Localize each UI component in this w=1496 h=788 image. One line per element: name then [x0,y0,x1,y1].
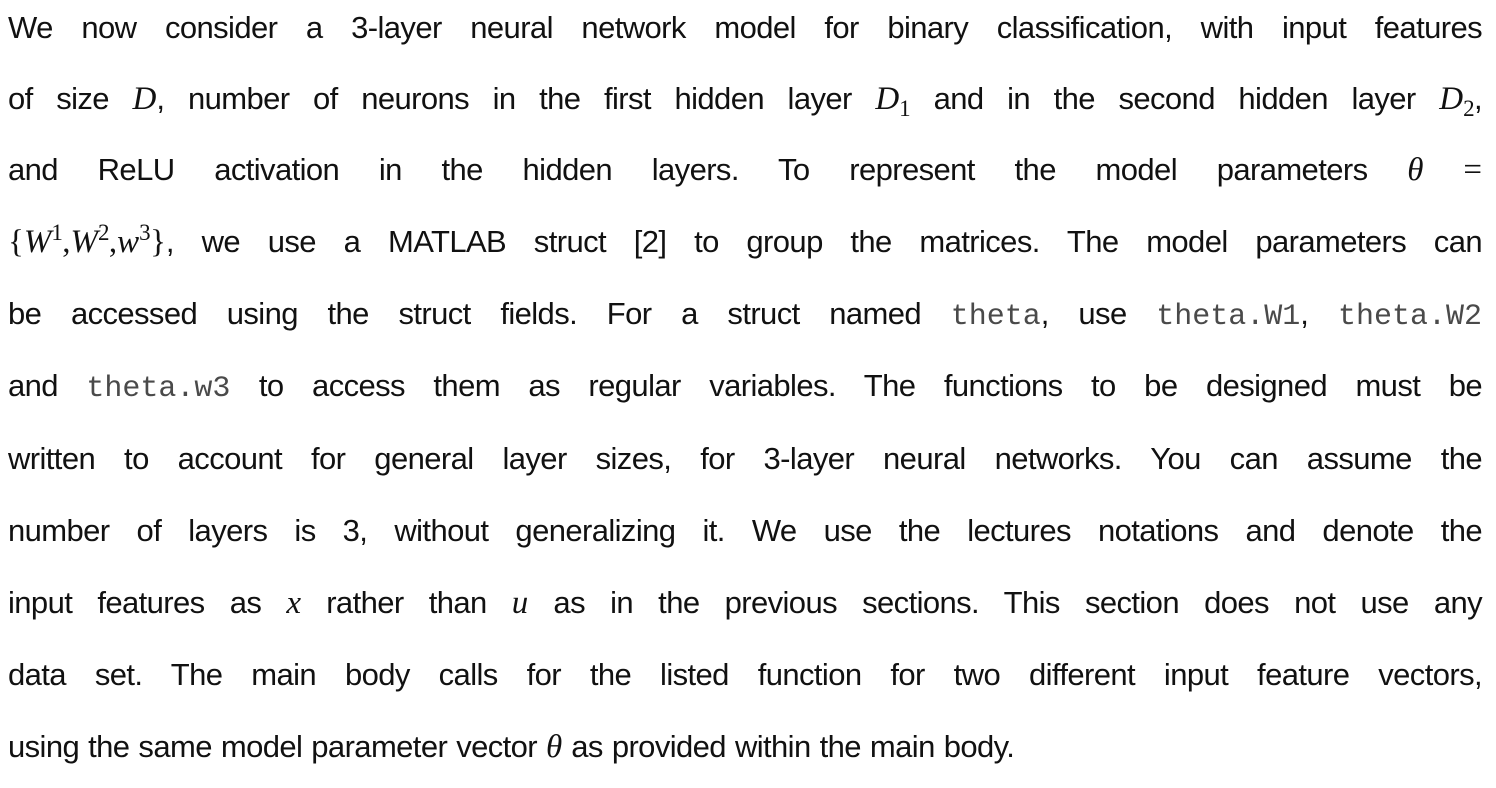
paragraph-line-9: input features as x rather than u as in … [8,578,1483,628]
text-span: , number of neurons in the first hidden … [156,81,876,116]
paragraph-line-3: and ReLU activation in the hidden layers… [8,145,1482,195]
paragraph-line-11: using the same model parameter vector θ … [8,722,1482,772]
math-var-W1: W [23,224,52,260]
paragraph-line-4: {W1,W2,w3}, we use a MATLAB struct [2] t… [8,217,1483,267]
text-span: rather than [301,585,512,620]
paragraph-line-1: We now consider a 3-layer neural network… [8,3,1483,53]
math-var-w3: w [117,224,140,260]
text-span: input features as [8,585,287,620]
line-text: written to account for general layer siz… [8,441,1483,476]
math-var-D: D [132,81,157,117]
math-var-u: u [511,585,529,621]
math-theta: θ [546,729,563,765]
math-var-x: x [286,585,302,621]
text-span: to access them as regular variables. The… [230,368,1483,403]
text-span: and [8,368,87,403]
text-span: as in the previous sections. This sectio… [528,585,1482,620]
superscript-1: 1 [51,220,63,245]
superscript-3: 3 [139,220,151,245]
line-text: We now consider a 3-layer neural network… [8,10,1483,45]
math-equals: = [1423,152,1482,188]
line-text: number of layers is 3, without generaliz… [8,513,1483,548]
code-theta-W2: theta.W2 [1337,300,1482,334]
text-span: be accessed using the struct fields. For… [8,296,951,331]
text-span: using the same model parameter vector [8,729,547,764]
code-theta-W1: theta.W1 [1156,300,1301,334]
paragraph-line-5: be accessed using the struct fields. For… [8,289,1482,339]
subscript-1: 1 [899,96,911,121]
text-span: , use [1040,296,1157,331]
subscript-2: 2 [1463,96,1475,121]
line-text: data set. The main body calls for the li… [8,657,1483,692]
math-var-D1: D [875,81,900,117]
superscript-2: 2 [98,220,110,245]
paragraph-line-8: number of layers is 3, without generaliz… [8,506,1483,556]
math-brace-close: } [150,224,166,260]
math-var-W2: W [70,224,99,260]
code-theta-w3: theta.w3 [86,372,231,406]
text-span: , we use a MATLAB struct [2] to group th… [165,224,1483,259]
math-var-D2: D [1439,81,1464,117]
paragraph-line-7: written to account for general layer siz… [8,434,1483,484]
text-span: and in the second hidden layer [910,81,1440,116]
code-theta: theta [950,300,1041,334]
paragraph-line-10: data set. The main body calls for the li… [8,650,1483,700]
text-span: of size [8,81,133,116]
paragraph-line-2: of size D, number of neurons in the firs… [8,74,1483,124]
text-span: and ReLU activation in the hidden layers… [8,152,1408,187]
math-brace-open: { [8,224,24,260]
math-theta: θ [1407,152,1424,188]
text-span: , [1300,296,1338,331]
math-comma: , [108,224,118,260]
text-span: , [1473,81,1483,116]
math-comma: , [62,224,71,260]
paragraph-line-6: and theta.w3 to access them as regular v… [8,361,1483,411]
text-span: as provided within the main body. [562,729,1015,764]
